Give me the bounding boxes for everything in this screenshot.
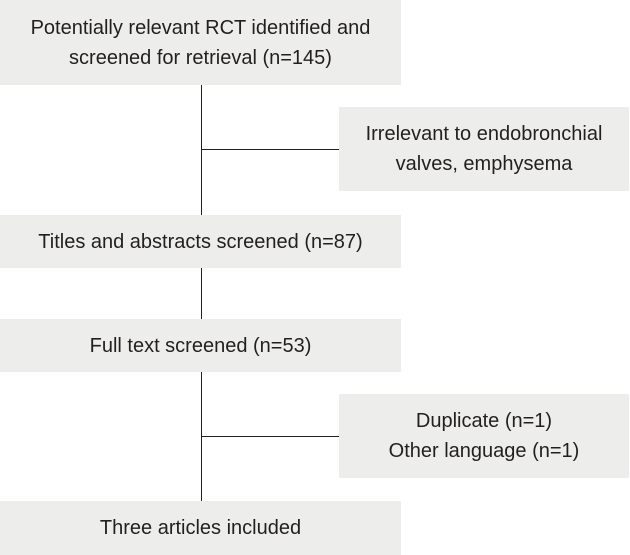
connector-to-exclusion-1 — [201, 149, 339, 150]
exclusion-1-line-2: valves, emphysema — [395, 153, 573, 175]
connector-identified-to-titles — [201, 85, 202, 215]
exclusion-box-irrelevant: Irrelevant to endobronchial valves, emph… — [339, 107, 629, 191]
titles-abstracts-text: Titles and abstracts screened (n=87) — [38, 230, 363, 253]
connector-to-exclusion-2 — [201, 436, 339, 437]
full-text-box: Full text screened (n=53) — [0, 319, 401, 372]
identified-records-line-2: screened for retrieval (n=145) — [69, 46, 332, 69]
exclusion-box-duplicate-language: Duplicate (n=1) Other language (n=1) — [339, 394, 629, 478]
titles-abstracts-box: Titles and abstracts screened (n=87) — [0, 215, 401, 268]
exclusion-2-line-1: Duplicate (n=1) — [415, 410, 553, 432]
included-articles-text: Three articles included — [99, 517, 302, 539]
included-articles-box: Three articles included — [0, 501, 401, 555]
identified-records-line-1: Potentially relevant RCT identified and — [30, 16, 371, 39]
exclusion-2-line-2: Other language (n=1) — [388, 440, 580, 462]
identified-records-box: Potentially relevant RCT identified and … — [0, 0, 401, 85]
connector-titles-to-fulltext — [201, 268, 202, 319]
full-text-text: Full text screened (n=53) — [89, 334, 312, 357]
exclusion-1-line-1: Irrelevant to endobronchial — [365, 123, 603, 145]
